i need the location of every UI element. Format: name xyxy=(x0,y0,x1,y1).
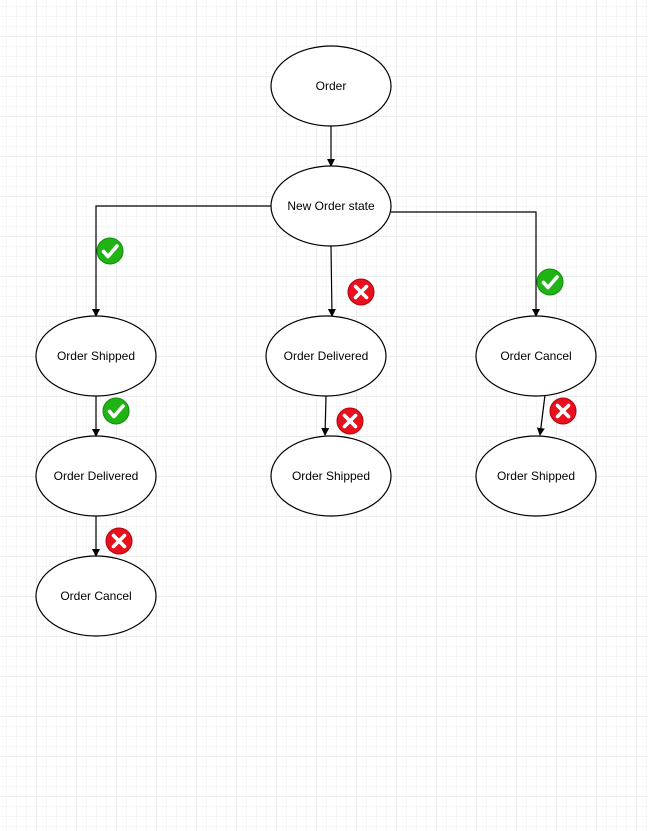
node-new-order-state[interactable]: New Order state xyxy=(270,165,392,247)
node-right-shipped-label: Order Shipped xyxy=(497,469,575,483)
node-new-order-state-label: New Order state xyxy=(287,199,375,213)
node-order-label: Order xyxy=(316,79,347,93)
node-mid-delivered[interactable]: Order Delivered xyxy=(265,315,387,397)
check-icon xyxy=(535,267,565,297)
node-right-cancel-label: Order Cancel xyxy=(500,349,571,363)
node-left-delivered-label: Order Delivered xyxy=(54,469,139,483)
node-mid-shipped-label: Order Shipped xyxy=(292,469,370,483)
node-right-cancel[interactable]: Order Cancel xyxy=(475,315,597,397)
cross-icon xyxy=(335,406,365,436)
node-mid-delivered-label: Order Delivered xyxy=(284,349,369,363)
edge-new-state-to-left-shipped xyxy=(92,205,272,317)
cross-icon xyxy=(104,526,134,556)
node-left-delivered-shape xyxy=(35,435,157,517)
node-right-cancel-shape xyxy=(475,315,597,397)
cross-icon xyxy=(548,396,578,426)
check-icon xyxy=(95,236,125,266)
node-mid-shipped[interactable]: Order Shipped xyxy=(270,435,392,517)
edge-mid-delivered-to-mid-shipped xyxy=(321,395,330,436)
node-mid-shipped-shape xyxy=(270,435,392,517)
edge-new-state-to-right-cancel xyxy=(391,211,540,317)
node-new-order-state-shape xyxy=(270,165,392,247)
node-left-shipped[interactable]: Order Shipped xyxy=(35,315,157,397)
node-left-shipped-label: Order Shipped xyxy=(57,349,135,363)
node-left-cancel-label: Order Cancel xyxy=(60,589,131,603)
cross-icon xyxy=(346,277,376,307)
node-left-cancel-shape xyxy=(35,555,157,637)
edges xyxy=(92,126,546,557)
node-order[interactable]: Order xyxy=(270,45,392,127)
node-left-shipped-shape xyxy=(35,315,157,397)
edge-right-cancel-to-right-shipped xyxy=(536,394,546,436)
node-mid-delivered-shape xyxy=(265,315,387,397)
edge-new-state-to-mid-delivered xyxy=(327,245,336,317)
node-left-cancel[interactable]: Order Cancel xyxy=(35,555,157,637)
node-left-delivered[interactable]: Order Delivered xyxy=(35,435,157,517)
node-right-shipped-shape xyxy=(475,435,597,517)
node-right-shipped[interactable]: Order Shipped xyxy=(475,435,597,517)
check-icon xyxy=(101,396,131,426)
node-order-shape xyxy=(270,45,392,127)
